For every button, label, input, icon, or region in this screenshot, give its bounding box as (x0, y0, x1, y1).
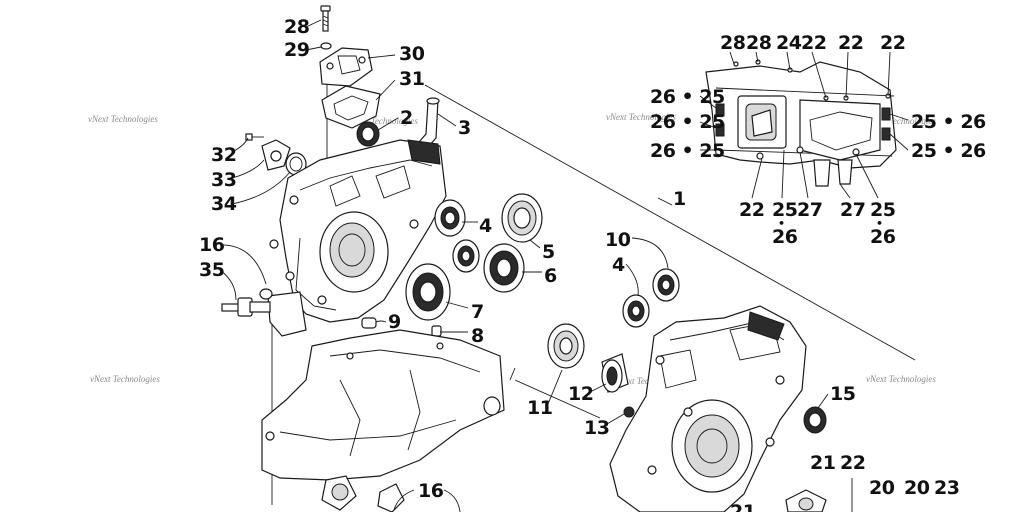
inset-callout-right-2: 25 • 26 (911, 140, 986, 162)
bearing-10 (652, 268, 680, 302)
callout-13: 13 (584, 417, 609, 439)
lower-housing-left (261, 329, 505, 512)
callout-31: 31 (399, 68, 424, 90)
callout-21a: 21 (810, 452, 835, 474)
bearing-4b (452, 239, 480, 273)
inset-dot-2: • (876, 217, 883, 230)
callout-7: 7 (471, 301, 484, 323)
callout-6: 6 (544, 265, 557, 287)
inset-callout-bottom-25b: 25 (870, 199, 895, 221)
inset-callout-bottom-27a: 27 (797, 199, 822, 221)
gasket-31 (321, 85, 381, 129)
inset-callout-bottom-22: 22 (739, 199, 764, 221)
callout-21b: 21 (730, 501, 755, 512)
bearing-6 (483, 243, 525, 293)
callout-2: 2 (400, 107, 413, 129)
inset-callout-28a: 28 (720, 32, 746, 54)
watermark: vNext Technologies (348, 116, 418, 126)
seal-2 (356, 121, 380, 147)
inset-callout-bottom-26a: 26 (772, 226, 798, 248)
callout-30: 30 (399, 43, 425, 65)
callout-28: 28 (284, 16, 310, 38)
callout-8: 8 (471, 325, 484, 347)
crankcase-left (267, 139, 447, 337)
screw-32 (245, 133, 264, 141)
callout-29: 29 (284, 39, 309, 61)
cover-30 (319, 47, 373, 87)
bushing-12 (601, 353, 629, 393)
callout-23: 23 (934, 477, 959, 499)
callout-4b: 4 (612, 254, 625, 276)
callout-11: 11 (527, 397, 552, 419)
seal-11 (547, 323, 585, 369)
callout-10: 10 (605, 229, 631, 251)
inset-callout-left-2: 26 • 25 (650, 111, 725, 133)
callout-15: 15 (830, 383, 855, 405)
callout-12: 12 (568, 383, 593, 405)
callout-34: 34 (211, 193, 237, 215)
inset-callout-bottom-25a: 25 (772, 199, 797, 221)
callout-leaders (219, 19, 829, 512)
callout-35: 35 (199, 259, 224, 281)
bearing-4 (434, 199, 466, 237)
watermark: vNext Technologies (90, 374, 160, 384)
inset-callout-22c: 22 (880, 32, 905, 54)
inset-crankcase-detail (705, 59, 897, 187)
callout-4a: 4 (479, 215, 492, 237)
inset-callout-left-1: 26 • 25 (650, 86, 725, 108)
seal-15 (803, 406, 827, 434)
callout-3: 3 (458, 117, 471, 139)
dowel-9 (361, 317, 377, 329)
inset-callout-22b: 22 (838, 32, 863, 54)
cover-33 (261, 139, 291, 171)
callout-16b: 16 (418, 480, 444, 502)
inset-callout-22a: 22 (801, 32, 826, 54)
watermark: vNext Technologies (866, 116, 936, 126)
callout-labels: 28 29 30 31 2 3 32 33 34 1 4 5 6 7 8 9 1… (199, 16, 960, 512)
callout-9: 9 (388, 311, 401, 333)
pipe-3 (411, 97, 440, 157)
bearing-4c (622, 294, 650, 328)
watermark: vNext Technologies (866, 374, 936, 384)
bolt-28 (320, 5, 331, 32)
part-21 (785, 489, 827, 512)
washer-29 (320, 42, 332, 50)
plug-13 (623, 406, 635, 418)
inset-callout-28b: 28 (746, 32, 772, 54)
callout-20a: 20 (869, 477, 895, 499)
callout-16a: 16 (199, 234, 225, 256)
assembly-lines (271, 82, 916, 512)
crankcase-right (609, 305, 807, 512)
callout-1: 1 (673, 188, 686, 210)
inset-callout-left-3: 26 • 25 (650, 140, 725, 162)
callout-32: 32 (211, 144, 236, 166)
inset-callout-right-1: 25 • 26 (911, 111, 986, 133)
inset-dot-1: • (778, 217, 785, 230)
callout-22: 22 (840, 452, 865, 474)
inset-callout-labels: 28 28 24 22 22 22 26 • 25 26 • 25 26 • 2… (650, 32, 987, 248)
watermark: vNext Technologies (606, 112, 676, 122)
callout-33: 33 (211, 169, 236, 191)
bearing-7 (405, 263, 451, 321)
inset-leaders (699, 51, 909, 199)
stud-35 (221, 288, 273, 317)
watermark: vNext Technologies (88, 114, 158, 124)
bearing-5 (501, 193, 543, 243)
callout-20b: 20 (904, 477, 930, 499)
inset-callout-24: 24 (776, 32, 802, 54)
dowel-8 (431, 325, 442, 337)
inset-callout-bottom-26b: 26 (870, 226, 896, 248)
callout-5: 5 (542, 241, 555, 263)
inset-callout-bottom-27b: 27 (840, 199, 865, 221)
